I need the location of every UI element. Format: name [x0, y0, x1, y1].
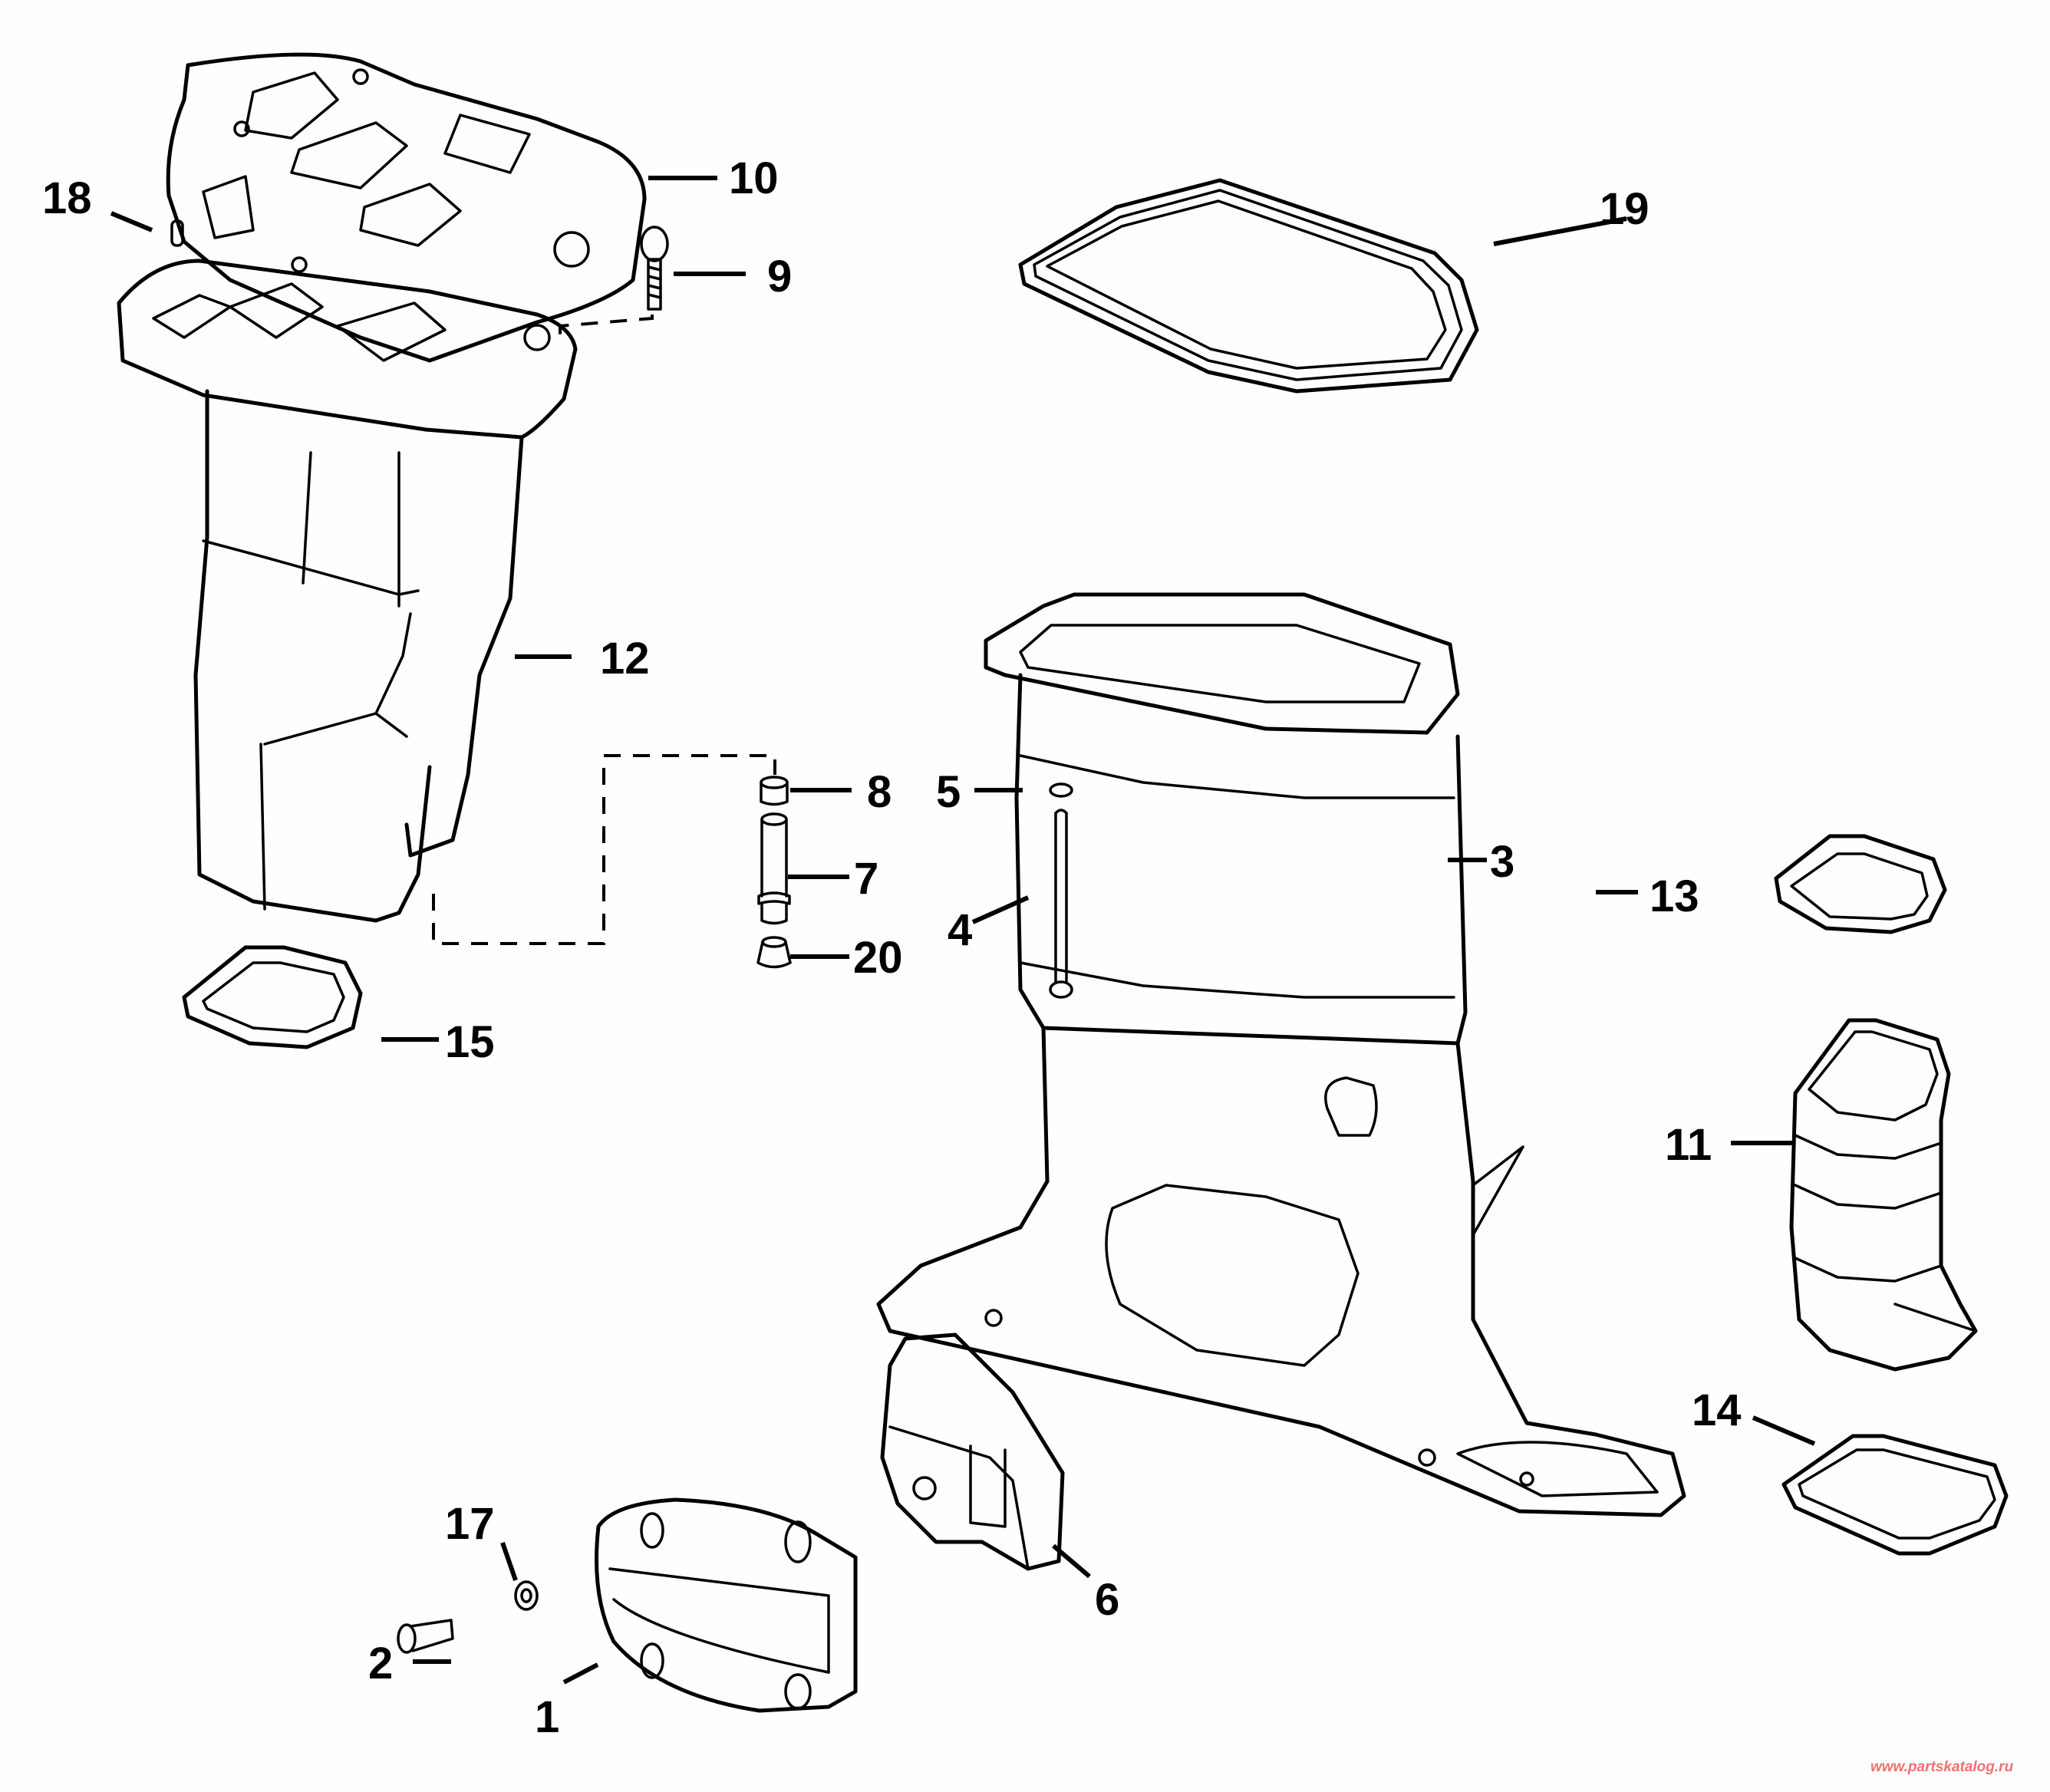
- part-10-gasket[interactable]: [166, 52, 647, 363]
- leader-lines: [110, 176, 1816, 1685]
- callout-15: 15: [445, 1017, 495, 1067]
- part-8-grommet[interactable]: [760, 776, 789, 806]
- callout-10: 10: [729, 153, 779, 203]
- part-13-seal[interactable]: [1774, 834, 1947, 934]
- callout-9: 9: [767, 252, 792, 301]
- alignment-line-9: [559, 315, 654, 338]
- part-11-exhaust-tube[interactable]: [1789, 1018, 1978, 1372]
- callout-5: 5: [936, 767, 961, 817]
- part-2-screw[interactable]: [397, 1619, 454, 1654]
- callout-20: 20: [853, 933, 903, 983]
- callout-19: 19: [1600, 184, 1650, 234]
- callout-3: 3: [1490, 837, 1514, 887]
- callout-4: 4: [948, 905, 972, 955]
- callout-17: 17: [445, 1499, 495, 1549]
- callout-7: 7: [854, 854, 878, 904]
- part-15-seal[interactable]: [182, 945, 363, 1049]
- callouts: 18 10 9 19 12 8 5 7 4 20 3 13 11 14 15 6…: [42, 153, 1742, 1742]
- part-6-lower-mount[interactable]: [880, 1332, 1065, 1571]
- alignment-line-7: [432, 754, 776, 945]
- part-5-nut[interactable]: [1049, 782, 1073, 798]
- callout-12: 12: [600, 634, 650, 684]
- part-12-adapter-housing[interactable]: [117, 259, 578, 923]
- callout-13: 13: [1650, 871, 1699, 921]
- callout-11: 11: [1665, 1120, 1712, 1170]
- callout-14: 14: [1692, 1385, 1742, 1435]
- part-9-screw[interactable]: [640, 226, 669, 311]
- callout-8: 8: [867, 767, 892, 817]
- part-4-stud[interactable]: [1049, 809, 1073, 999]
- part-3-exhaust-housing[interactable]: [876, 592, 1686, 1517]
- part-1-cover-plate[interactable]: [595, 1497, 858, 1713]
- callout-2: 2: [368, 1639, 393, 1688]
- callout-1: 1: [535, 1692, 559, 1742]
- watermark: www.partskatalog.ru: [1870, 1759, 2014, 1775]
- part-17-washer[interactable]: [514, 1580, 539, 1611]
- callout-18: 18: [42, 173, 92, 223]
- part-18-dowel-pin[interactable]: [170, 219, 184, 247]
- part-20-grommet[interactable]: [756, 936, 792, 969]
- callout-6: 6: [1095, 1575, 1119, 1625]
- part-14-seal[interactable]: [1781, 1434, 2009, 1556]
- part-7-water-tube[interactable]: [757, 812, 791, 925]
- part-19-seal[interactable]: [1018, 178, 1479, 394]
